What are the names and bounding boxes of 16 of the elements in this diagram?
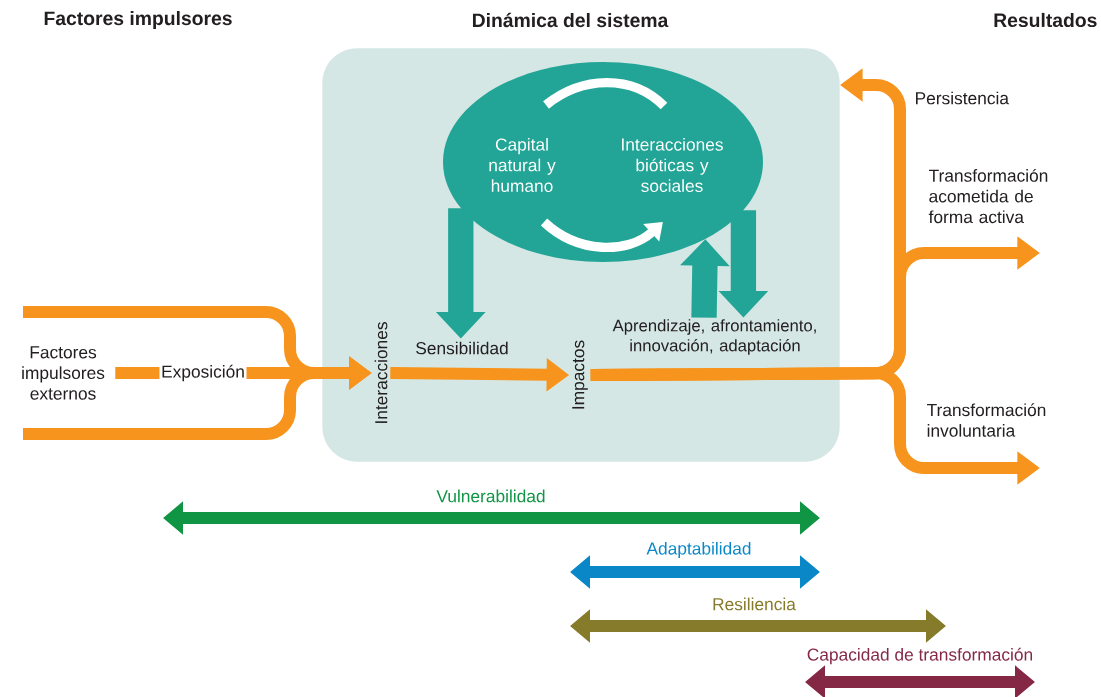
range-label: Capacidad de transformación [807, 647, 1033, 665]
rotated-label: Impactos [572, 340, 588, 409]
outcome-label: Transformación acometida de forma activa [928, 168, 1048, 224]
text-label: Exposición [162, 364, 244, 382]
column-heading: Resultados [994, 12, 1097, 28]
rotated-label: Interacciones [374, 322, 388, 423]
range-label: Vulnerabilidad [436, 489, 545, 503]
outcome-label: Transformación involuntaria [927, 403, 1046, 437]
column-heading: Dinámica del sistema [473, 12, 669, 28]
text-label: Aprendizaje, afrontamiento, innovación, adaptación [612, 319, 816, 355]
text-label: Factores impulsores externos [22, 346, 105, 400]
column-heading: Factores impulsores [44, 11, 232, 29]
range-label: Resiliencia [713, 597, 796, 611]
outcome-label: Persistencia [916, 91, 1009, 105]
range-label: Adaptabilidad [646, 541, 751, 559]
text-label: Sensibilidad [416, 341, 508, 355]
